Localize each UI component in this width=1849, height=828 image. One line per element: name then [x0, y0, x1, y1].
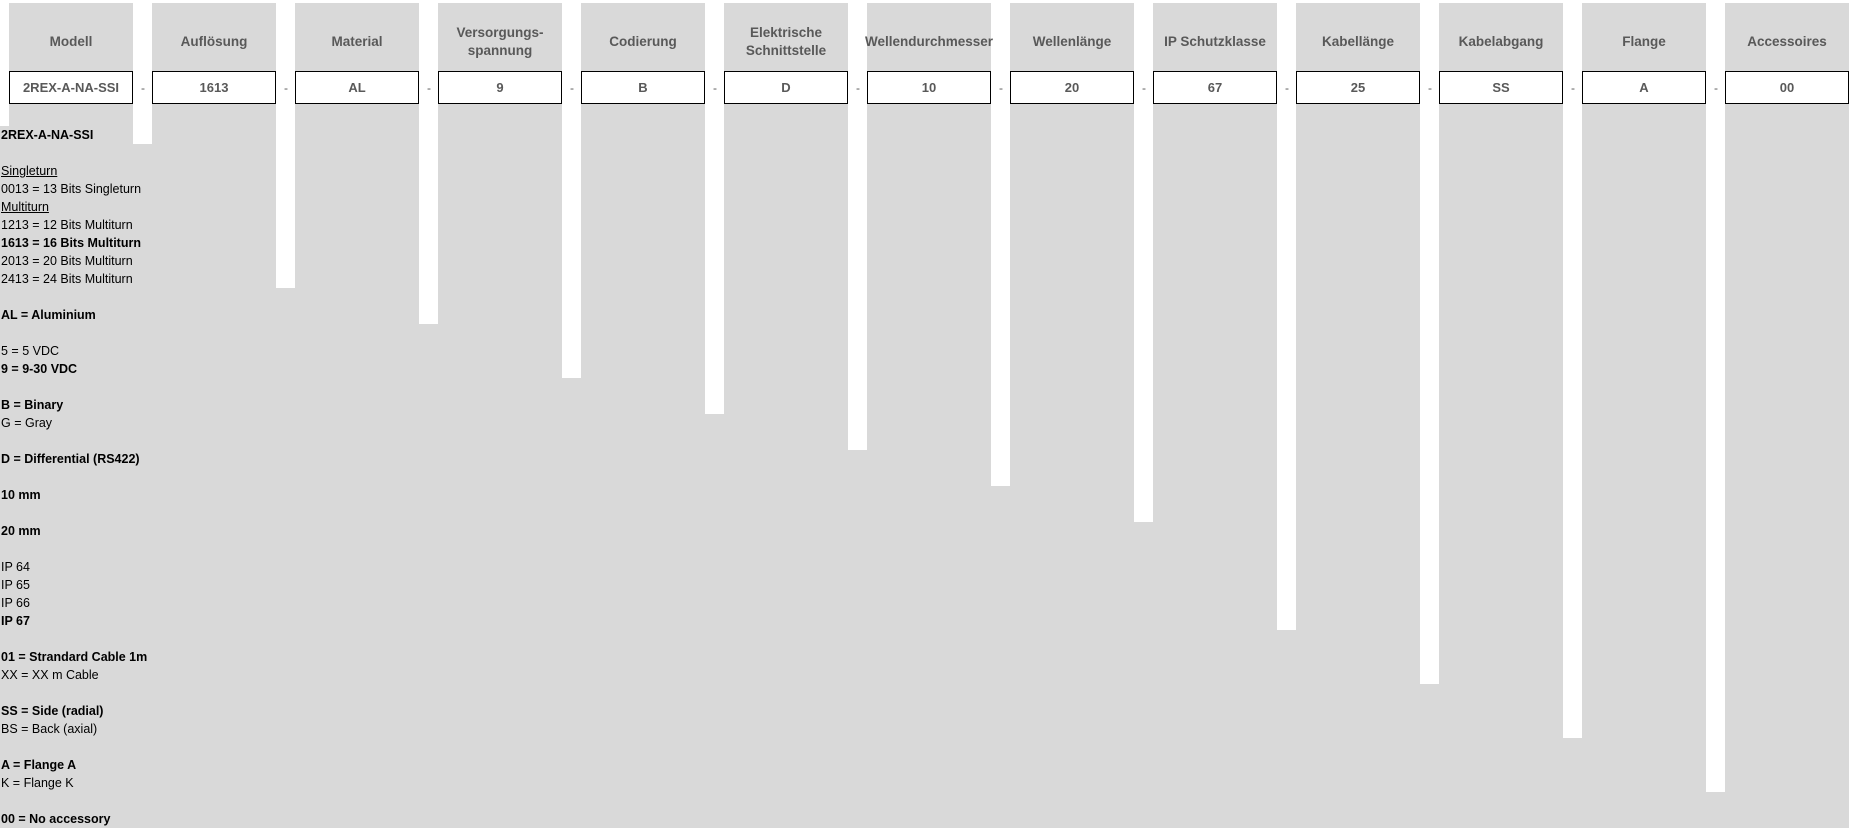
column-header: Flange: [1622, 34, 1666, 49]
option-modell: 2REX-A-NA-SSI: [1, 128, 94, 142]
option-band: [0, 738, 1706, 792]
option-res-1613: 1613 = 16 Bits Multiturn: [1, 236, 141, 250]
code-field: 20: [1010, 71, 1134, 104]
option-band: [0, 522, 1277, 630]
column-header: Material: [331, 34, 383, 49]
code-field: 67: [1153, 71, 1277, 104]
code-field: 9: [438, 71, 562, 104]
column-header: Wellendurchmesser: [864, 34, 994, 49]
column-header: Kabelabgang: [1458, 34, 1544, 49]
option-res-2013: 2013 = 20 Bits Multiturn: [1, 254, 133, 268]
column-header: Kabellänge: [1321, 34, 1395, 49]
option-band: [0, 378, 705, 414]
code-field: 1613: [152, 71, 276, 104]
column-header: Modell: [49, 34, 93, 49]
code-field: SS: [1439, 71, 1563, 104]
code-field: D: [724, 71, 848, 104]
option-cable-xx: XX = XX m Cable: [1, 668, 99, 682]
code-field: A: [1582, 71, 1706, 104]
option-ip66: IP 66: [1, 596, 30, 610]
column-stem: [295, 3, 419, 324]
code-separator: -: [284, 80, 288, 95]
option-res-1213: 1213 = 12 Bits Multiturn: [1, 218, 133, 232]
option-res-multiturn-heading: Multiturn: [1, 200, 49, 214]
option-band: [0, 288, 419, 324]
option-band: [0, 144, 276, 288]
code-separator: -: [856, 80, 860, 95]
option-band: [0, 414, 848, 450]
column-stem: [1582, 3, 1706, 792]
option-flange-k: K = Flange K: [1, 776, 74, 790]
column-stem: [1439, 3, 1563, 738]
option-band: [0, 630, 1420, 684]
option-cable-01: 01 = Strandard Cable 1m: [1, 650, 148, 664]
code-separator: -: [1142, 80, 1146, 95]
option-shaft-10: 10 mm: [1, 488, 41, 502]
option-ip64: IP 64: [1, 560, 30, 574]
code-field: 10: [867, 71, 991, 104]
option-exit-bs: BS = Back (axial): [1, 722, 98, 736]
code-separator: -: [427, 80, 431, 95]
code-field: 2REX-A-NA-SSI: [9, 71, 133, 104]
option-volt-5: 5 = 5 VDC: [1, 344, 60, 358]
code-separator: -: [1428, 80, 1432, 95]
column-header: IP Schutzklasse: [1164, 34, 1266, 49]
column-stem: [1725, 3, 1849, 828]
option-band: [0, 792, 1849, 828]
code-separator: -: [999, 80, 1003, 95]
option-iface-d: D = Differential (RS422): [1, 452, 140, 466]
option-band: [0, 684, 1563, 738]
code-separator: -: [570, 80, 574, 95]
option-code-g: G = Gray: [1, 416, 53, 430]
option-ip67: IP 67: [1, 614, 30, 628]
code-separator: -: [713, 80, 717, 95]
column-header: Codierung: [609, 34, 677, 49]
option-band: [0, 324, 562, 378]
option-ip65: IP 65: [1, 578, 30, 592]
option-acc-00: 00 = No accessory: [1, 812, 111, 826]
code-separator: -: [1285, 80, 1289, 95]
column-stem: [438, 3, 562, 378]
option-band: [0, 450, 991, 486]
column-header: Auflösung: [180, 34, 248, 49]
option-res-singleturn-heading: Singleturn: [1, 164, 58, 178]
column-header: Versorgungs- spannung: [456, 25, 544, 58]
column-stem: [1296, 3, 1420, 684]
column-header: Wellenlänge: [1032, 34, 1112, 49]
code-separator: -: [1714, 80, 1718, 95]
column-header: Elektrische Schnittstelle: [745, 25, 827, 58]
option-res-2413: 2413 = 24 Bits Multiturn: [1, 272, 133, 286]
option-flange-a: A = Flange A: [1, 758, 77, 772]
code-separator: -: [141, 80, 145, 95]
option-res-0013: 0013 = 13 Bits Singleturn: [1, 182, 142, 196]
option-material-al: AL = Aluminium: [1, 308, 96, 322]
option-band: [0, 126, 133, 144]
code-separator: -: [1571, 80, 1575, 95]
code-field: 00: [1725, 71, 1849, 104]
option-volt-9: 9 = 9-30 VDC: [1, 362, 78, 376]
option-length-20: 20 mm: [1, 524, 41, 538]
option-exit-ss: SS = Side (radial): [1, 704, 104, 718]
code-field: B: [581, 71, 705, 104]
option-code-b: B = Binary: [1, 398, 64, 412]
column-header: Accessoires: [1747, 34, 1827, 49]
code-field: AL: [295, 71, 419, 104]
code-field: 25: [1296, 71, 1420, 104]
option-band: [0, 486, 1134, 522]
